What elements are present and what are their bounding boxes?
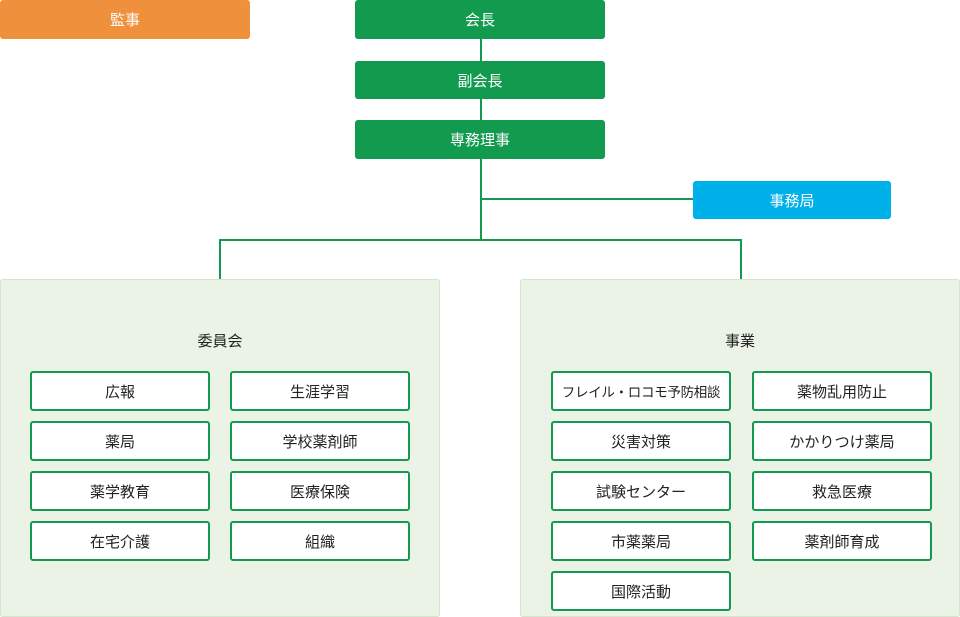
committee-item: 医療保険 [230,471,410,511]
project-item: かかりつけ薬局 [752,421,932,461]
connector-branch-committees [219,239,221,280]
connector-secretariat [480,198,693,200]
project-item: 試験センター [551,471,731,511]
committee-item: 学校薬剤師 [230,421,410,461]
project-item: 市薬薬局 [551,521,731,561]
project-item: 災害対策 [551,421,731,461]
projects-title: 事業 [724,332,755,350]
connector-branch-horizontal [219,239,742,241]
president-box: 会長 [355,0,605,39]
project-item: 薬物乱用防止 [752,371,932,411]
committee-item: 組織 [230,521,410,561]
project-item: フレイル・ロコモ予防相談 [551,371,731,411]
connector-vice-director [480,98,482,122]
managing-director-box: 専務理事 [355,120,605,159]
project-item: 薬剤師育成 [752,521,932,561]
committee-item: 薬局 [30,421,210,461]
project-item: 救急医療 [752,471,932,511]
connector-branch-projects [740,239,742,280]
vice-president-box: 副会長 [355,61,605,99]
committees-title: 委員会 [197,332,243,350]
committee-item: 広報 [30,371,210,411]
secretariat-box: 事務局 [693,181,891,219]
connector-president-vice [480,38,482,62]
project-item: 国際活動 [551,571,731,611]
committee-item: 生涯学習 [230,371,410,411]
committee-item: 在宅介護 [30,521,210,561]
committee-item: 薬学教育 [30,471,210,511]
auditor-box: 監事 [0,0,250,39]
